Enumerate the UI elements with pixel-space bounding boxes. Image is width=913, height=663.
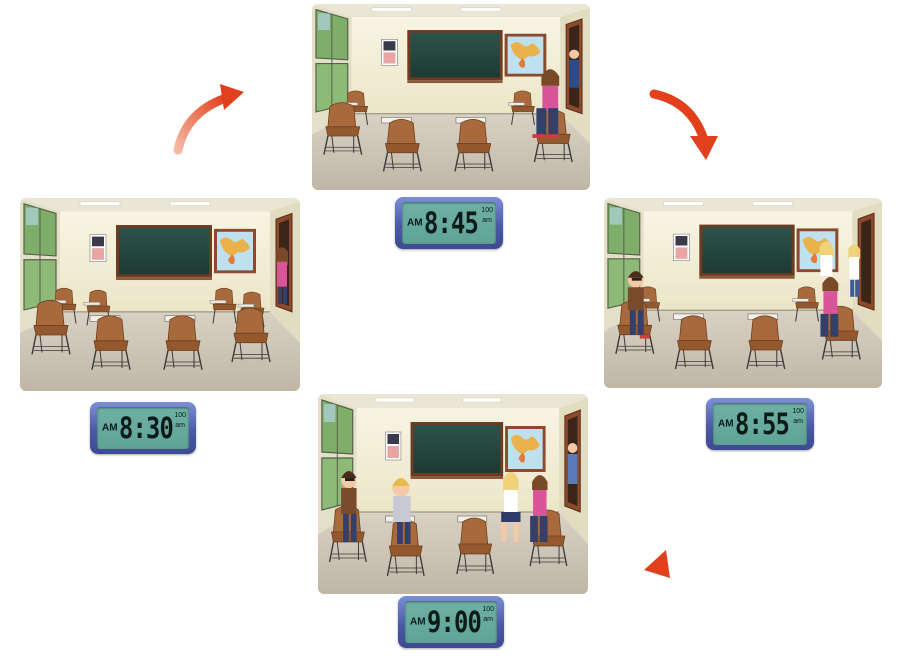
arrow-top-left — [173, 84, 244, 155]
arrow-top-right — [649, 89, 718, 160]
ampm-label: AM — [718, 418, 734, 430]
time-digits: 8:55 — [735, 407, 790, 441]
ampm-label: AM — [407, 217, 423, 229]
classroom-scene-855 — [604, 198, 882, 388]
classroom-scene-830 — [20, 198, 300, 391]
classroom-scene-845 — [312, 4, 590, 190]
time-digits: 8:30 — [119, 411, 174, 445]
classroom-scene-900 — [318, 394, 588, 594]
arrow-bottom-right — [644, 550, 670, 578]
time-digits: 8:45 — [424, 206, 479, 240]
ampm-label: AM — [102, 422, 118, 434]
ampm-label: AM — [410, 616, 426, 628]
time-digits: 9:00 — [427, 605, 482, 639]
